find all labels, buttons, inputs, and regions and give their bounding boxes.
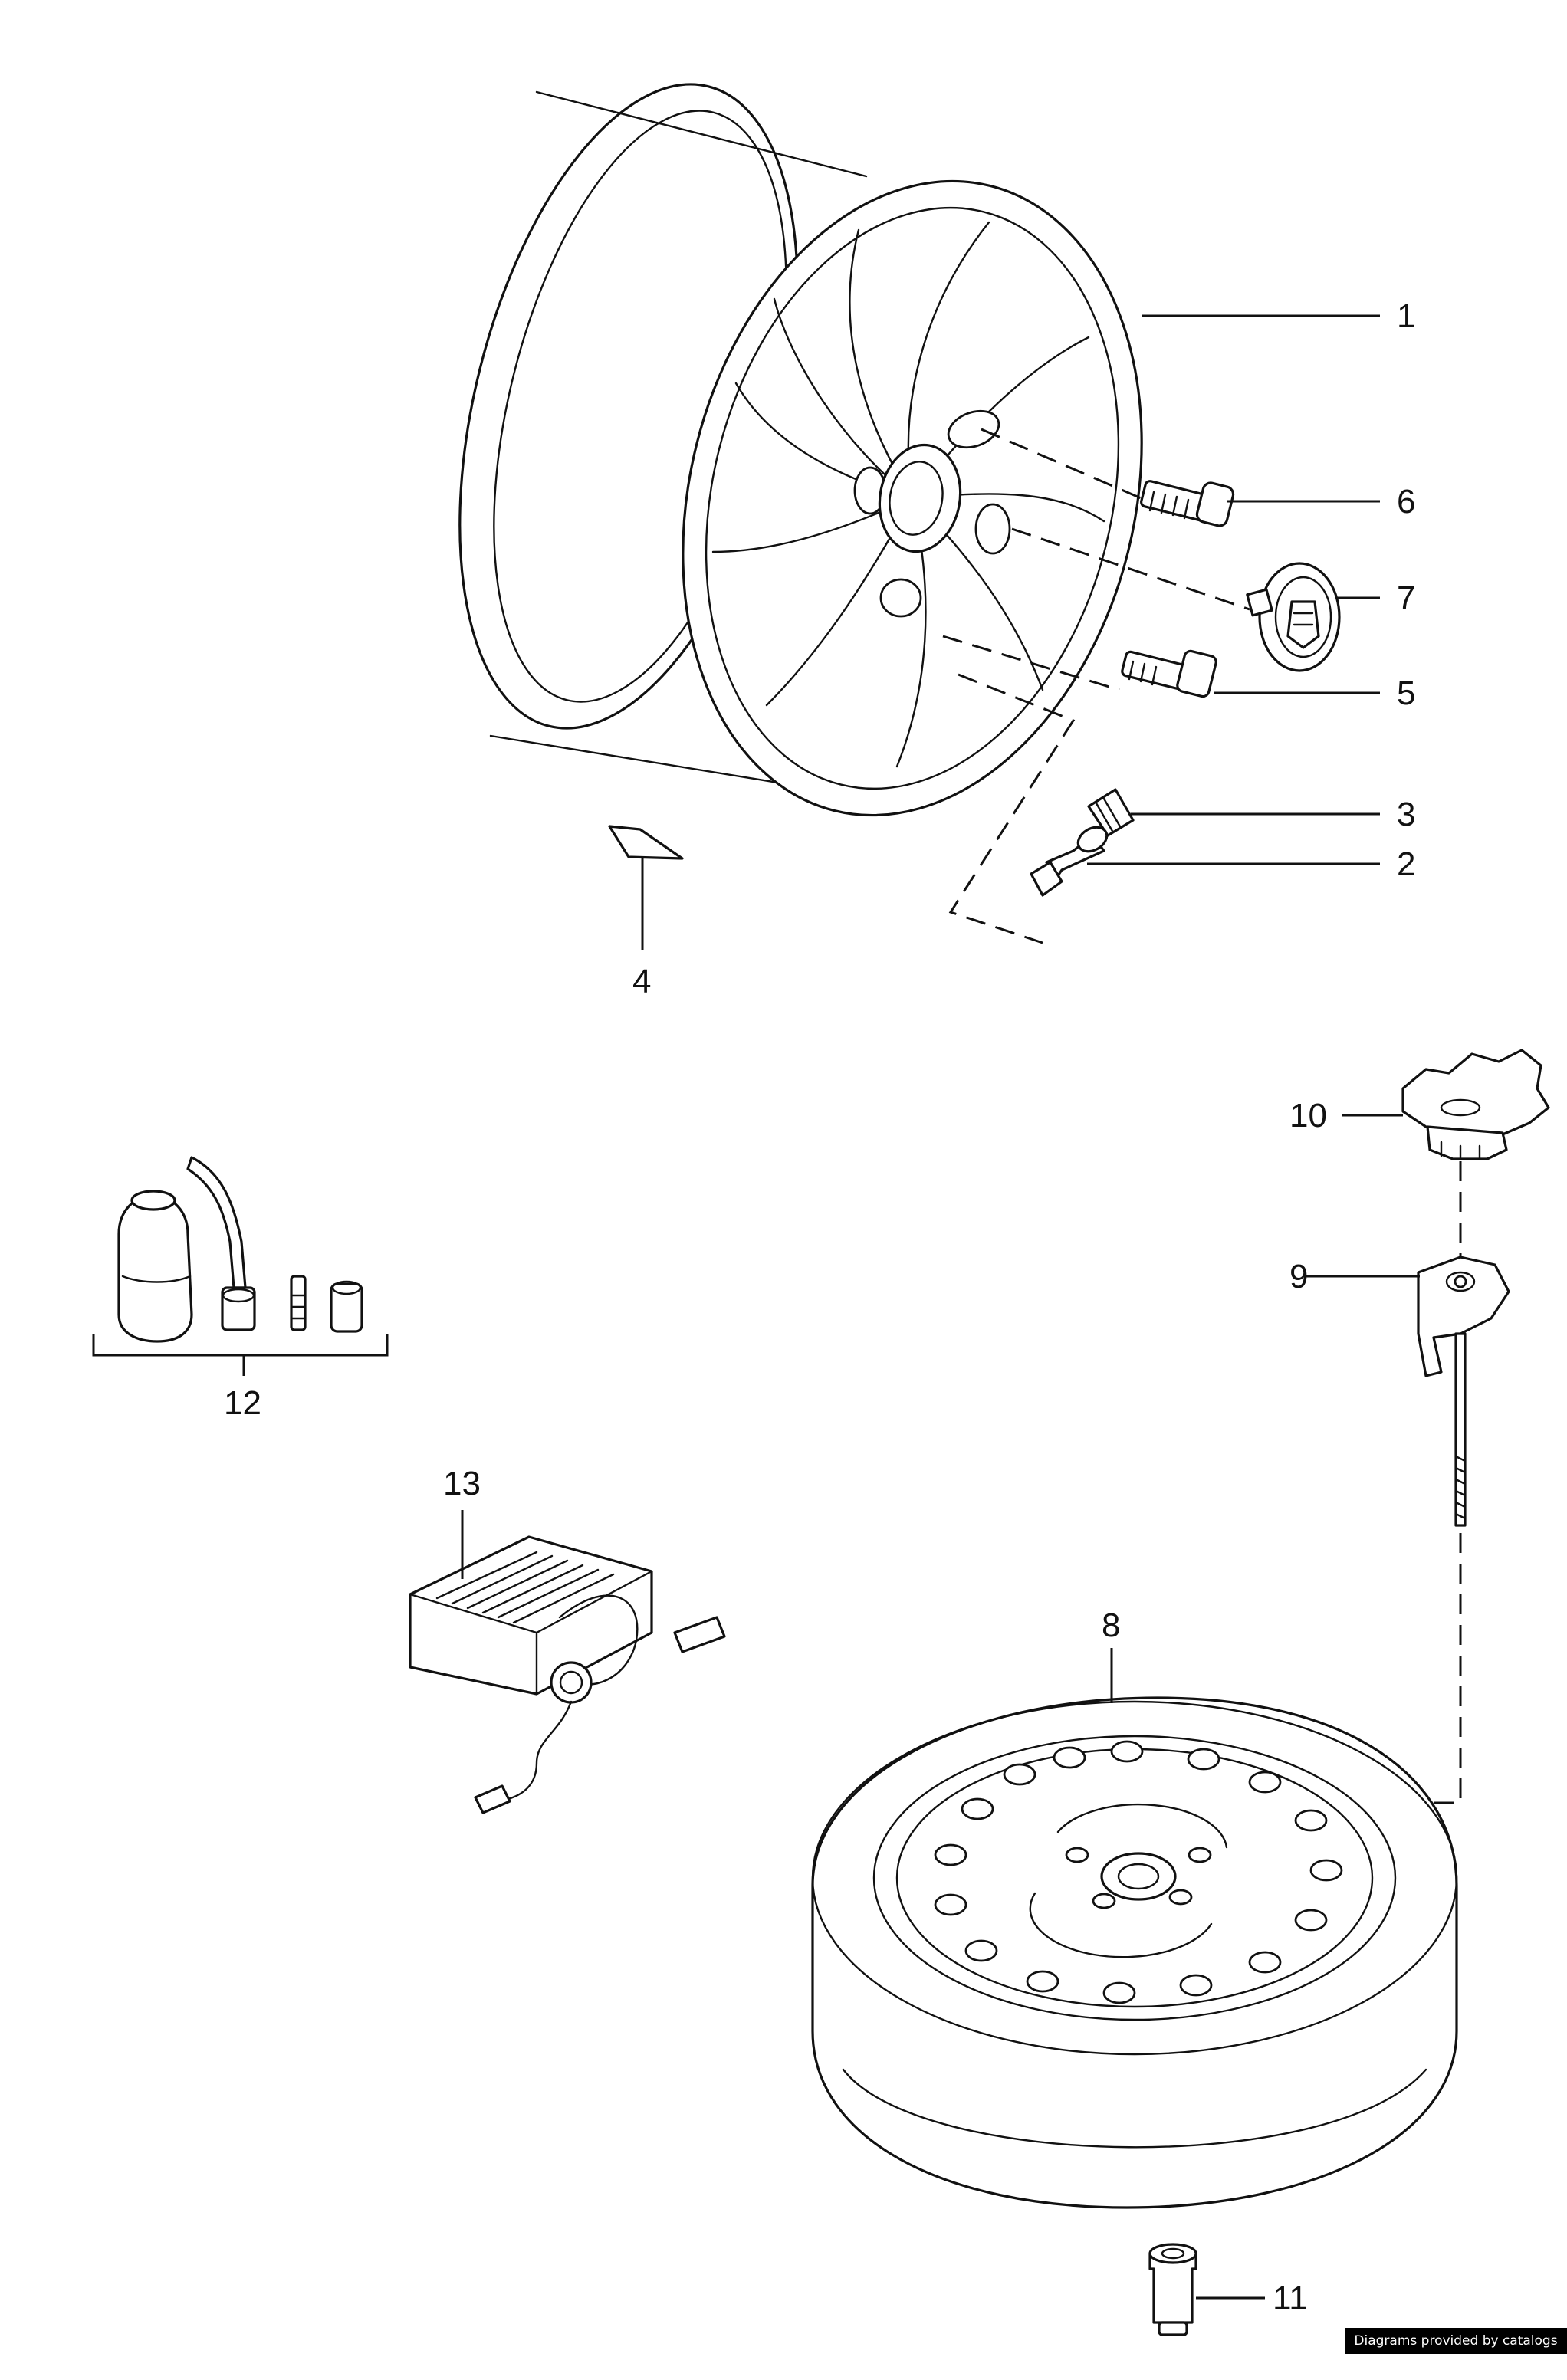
callout-4: 4 <box>632 963 651 1000</box>
callout-11: 11 <box>1273 2280 1308 2317</box>
balance-weight[interactable] <box>608 825 684 860</box>
callout-2: 2 <box>1397 845 1415 883</box>
spare-wheel-holder[interactable] <box>1417 1256 1510 1527</box>
valve-cap[interactable] <box>1087 788 1135 837</box>
spare-wheel-grommet[interactable] <box>1148 2243 1197 2336</box>
hub-cap-crest[interactable] <box>1246 562 1341 672</box>
tire-sealant-kit[interactable] <box>117 1156 363 1343</box>
callout-10: 10 <box>1289 1097 1327 1134</box>
spare-wheel[interactable] <box>811 1696 1458 2209</box>
callout-8: 8 <box>1102 1607 1120 1644</box>
callout-3: 3 <box>1397 796 1415 833</box>
callout-6: 6 <box>1397 483 1415 520</box>
callout-12: 12 <box>224 1384 261 1422</box>
wheel-bolt-5[interactable] <box>1121 649 1217 698</box>
spare-wheel-wing-nut[interactable] <box>1401 1049 1550 1160</box>
callout-5: 5 <box>1397 675 1415 712</box>
tire-compressor[interactable] <box>409 1535 726 1814</box>
tire-valve[interactable] <box>1030 822 1111 897</box>
callout-9: 9 <box>1289 1258 1308 1295</box>
wheel-bolt-6[interactable] <box>1140 480 1235 527</box>
callout-1: 1 <box>1397 297 1415 335</box>
callout-13: 13 <box>443 1465 481 1502</box>
diagram-credit: Diagrams provided by catalogs parts <box>1345 2328 1567 2375</box>
alloy-wheel-rim[interactable] <box>400 49 1206 864</box>
spare-wheel-vent-holes <box>934 1740 1343 2004</box>
callout-7: 7 <box>1397 579 1415 617</box>
